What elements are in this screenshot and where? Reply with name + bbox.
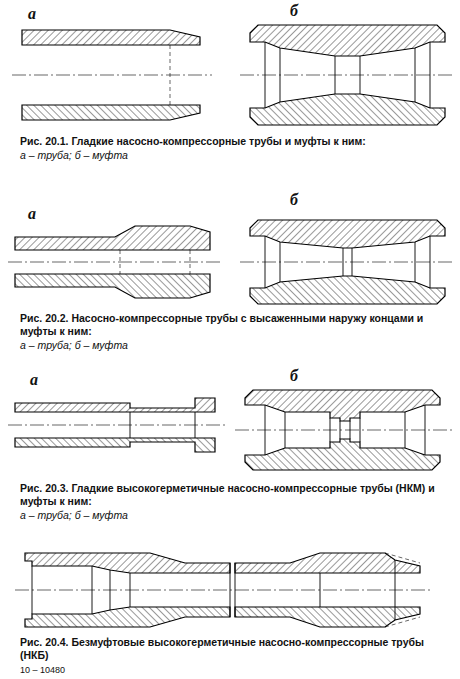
part-letter: б <box>290 3 310 19</box>
nkm-tube <box>8 398 225 452</box>
caption-legend: а – труба; б – муфта <box>20 339 445 352</box>
caption-legend: а – труба; б – муфта <box>20 509 445 522</box>
center-line <box>15 590 432 591</box>
part-letter: б <box>290 368 310 384</box>
part-letter: а <box>28 6 48 22</box>
page-number: 10 – 10480 <box>20 666 220 676</box>
coupling <box>240 25 455 125</box>
upset-tube <box>8 226 220 298</box>
figure-caption: Рис. 20.4. Безмуфтовые высокогерметичные… <box>20 636 445 661</box>
part-letter: а <box>28 206 48 222</box>
figure-caption: Рис. 20.1. Гладкие насосно-компрессорные… <box>20 135 445 148</box>
caption-legend: а – труба; б – муфта <box>20 149 445 162</box>
smooth-tube <box>12 30 212 120</box>
coupling <box>240 220 455 304</box>
coupling <box>235 390 452 470</box>
part-letter: б <box>290 192 310 208</box>
figure-caption: Рис. 20.3. Гладкие высокогерметичные нас… <box>20 482 445 507</box>
part-letter: а <box>30 372 50 388</box>
figure-caption: Рис. 20.2. Насосно-компрессорные трубы с… <box>20 312 445 337</box>
